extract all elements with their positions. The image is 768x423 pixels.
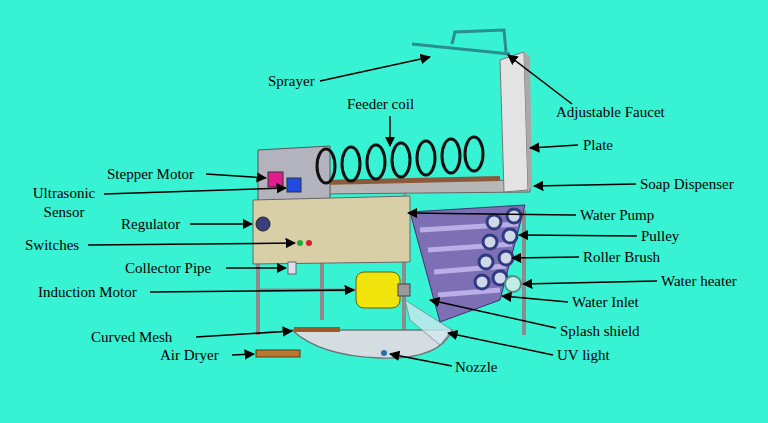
leader-arrow — [88, 55, 657, 366]
control-box — [253, 196, 410, 264]
roller-conveyor — [420, 224, 518, 295]
roller-conveyor — [410, 205, 525, 322]
pulley — [479, 255, 493, 269]
faucet — [412, 44, 510, 54]
leader-arrow — [226, 267, 286, 269]
part-label: Water heater — [661, 273, 737, 290]
feeder-coil — [342, 147, 360, 181]
feeder-coil — [317, 137, 483, 183]
part-label: Soap Dispenser — [640, 176, 734, 193]
control-box — [297, 240, 303, 246]
induction-motor — [356, 272, 410, 308]
control-box — [306, 240, 312, 246]
faucet — [412, 30, 510, 54]
control-box — [256, 217, 270, 231]
part-label: Water Pump — [580, 207, 654, 224]
water-heater — [505, 276, 521, 292]
feeder-coil — [317, 149, 335, 183]
pulley — [503, 229, 517, 243]
leader-arrow — [508, 55, 572, 104]
leader-arrow — [390, 354, 452, 366]
part-label: UV light — [557, 347, 610, 364]
leader-arrow — [523, 281, 657, 284]
part-label: Water Inlet — [572, 294, 639, 311]
pulley — [499, 251, 513, 265]
part-label: Curved Mesh — [91, 329, 172, 346]
part-label: Pulley — [641, 228, 679, 245]
feeder-coil — [417, 141, 435, 175]
control-box — [253, 196, 410, 264]
part-label: Roller Brush — [583, 249, 660, 266]
leader-arrow — [448, 333, 553, 355]
leader-arrow — [190, 223, 252, 225]
part-label: Switches — [25, 237, 79, 254]
leader-arrow — [534, 184, 636, 186]
part-label: Air Dryer — [160, 347, 219, 364]
nozzle — [381, 350, 387, 356]
pulley — [487, 215, 501, 229]
leader-arrow — [196, 331, 292, 337]
leader-arrow — [430, 300, 556, 328]
plate — [500, 52, 528, 192]
part-label: Induction Motor — [38, 284, 137, 301]
frame-legs — [522, 210, 526, 335]
leader-arrow — [206, 174, 266, 178]
part-label: Sprayer — [268, 73, 315, 90]
feeder-coil — [367, 145, 385, 179]
curved-mesh — [294, 327, 340, 332]
part-label: Plate — [583, 137, 613, 154]
leader-arrow — [150, 290, 354, 292]
pulley — [507, 209, 521, 223]
part-label: Adjustable Faucet — [556, 104, 665, 121]
collector-pipe — [288, 262, 296, 274]
induction-motor — [356, 272, 400, 308]
basin — [292, 300, 452, 358]
feeder-coil — [465, 137, 483, 171]
leader-arrow — [519, 235, 637, 236]
roller-conveyor — [410, 205, 525, 322]
leader-arrow — [512, 257, 579, 258]
part-label: Splash shield — [560, 323, 640, 340]
leader-arrow — [320, 57, 430, 81]
motor-panel — [287, 178, 301, 192]
leader-arrow — [502, 296, 568, 302]
leader-arrow — [389, 116, 391, 146]
motor-panel — [268, 172, 283, 187]
feeder-coil — [442, 139, 460, 173]
part-label: Feeder coil — [347, 96, 414, 113]
leader-arrow — [530, 145, 578, 148]
induction-motor — [398, 284, 410, 296]
faucet — [452, 30, 506, 52]
pulley — [483, 235, 497, 249]
leader-arrow — [88, 243, 295, 245]
part-label: Nozzle — [455, 359, 497, 376]
part-label: Regulator — [121, 216, 180, 233]
frame-legs — [256, 255, 260, 335]
leader-arrow — [232, 354, 254, 355]
air-dryer — [256, 350, 300, 357]
part-label: Ultrasonic Sensor — [24, 184, 104, 222]
part-label: Collector Pipe — [125, 260, 211, 277]
feeder-coil — [392, 143, 410, 177]
pulley — [475, 275, 489, 289]
part-label: Stepper Motor — [107, 166, 194, 183]
leader-arrow — [104, 188, 286, 194]
plate — [500, 52, 532, 192]
leader-arrow — [408, 213, 576, 215]
